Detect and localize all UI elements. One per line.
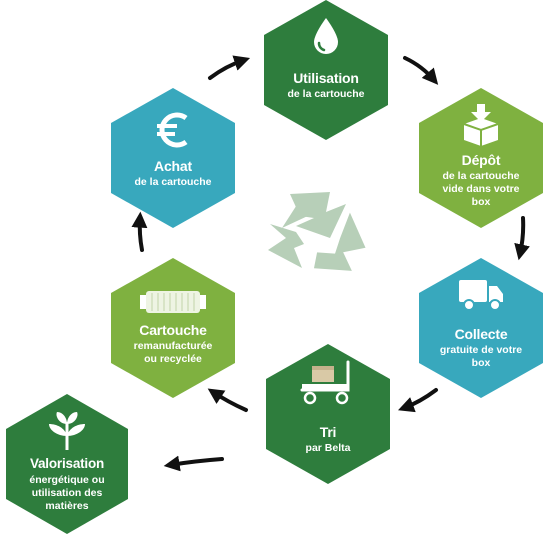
euro-icon xyxy=(111,108,235,152)
step-title: Valorisation xyxy=(29,456,105,471)
step-line: gratuite de votre xyxy=(439,344,523,356)
step-line: box xyxy=(471,357,491,369)
step-title: Cartouche xyxy=(139,322,207,338)
arrow-achat-to-utilisation xyxy=(208,55,251,80)
step-line: de la cartouche xyxy=(442,170,520,182)
drop-icon xyxy=(264,14,388,58)
truck-icon xyxy=(419,272,543,316)
arrow-utilisation-to-depot xyxy=(403,56,439,85)
cart-icon xyxy=(266,360,390,406)
step-collecte: Collecte gratuite de votre box xyxy=(419,258,543,398)
step-line: de la cartouche xyxy=(287,88,365,100)
step-title: Collecte xyxy=(454,326,508,342)
step-line: par Belta xyxy=(305,442,351,454)
arrow-tri-to-cartouche xyxy=(207,388,248,412)
step-title: Tri xyxy=(319,424,337,440)
step-line: matières xyxy=(45,500,89,512)
step-cartouche: Cartouche remanufacturée ou recyclée xyxy=(111,258,235,398)
recycle-icon xyxy=(268,192,366,271)
step-line: de la cartouche xyxy=(134,176,212,188)
step-line: remanufacturée xyxy=(133,340,213,352)
step-title: Dépôt xyxy=(461,152,501,168)
step-title: Utilisation xyxy=(293,70,359,86)
arrow-tri-to-valorisation xyxy=(163,455,224,472)
box-icon xyxy=(419,102,543,146)
step-line: box xyxy=(471,196,491,208)
step-line: vide dans votre xyxy=(442,183,520,195)
arrow-cartouche-to-achat xyxy=(131,211,148,252)
cartridge-icon xyxy=(111,280,235,324)
arrow-depot-to-collecte xyxy=(514,216,530,261)
step-title: Achat xyxy=(154,158,192,174)
arrow-collecte-to-tri xyxy=(398,388,438,413)
step-tri: Tri par Belta xyxy=(266,344,390,484)
step-line: utilisation des xyxy=(31,487,103,499)
plant-icon xyxy=(6,408,128,452)
step-line: énergétique ou xyxy=(29,474,105,486)
step-line: ou recyclée xyxy=(144,353,202,365)
step-valorisation: Valorisation énergétique ou utilisation … xyxy=(6,394,128,534)
